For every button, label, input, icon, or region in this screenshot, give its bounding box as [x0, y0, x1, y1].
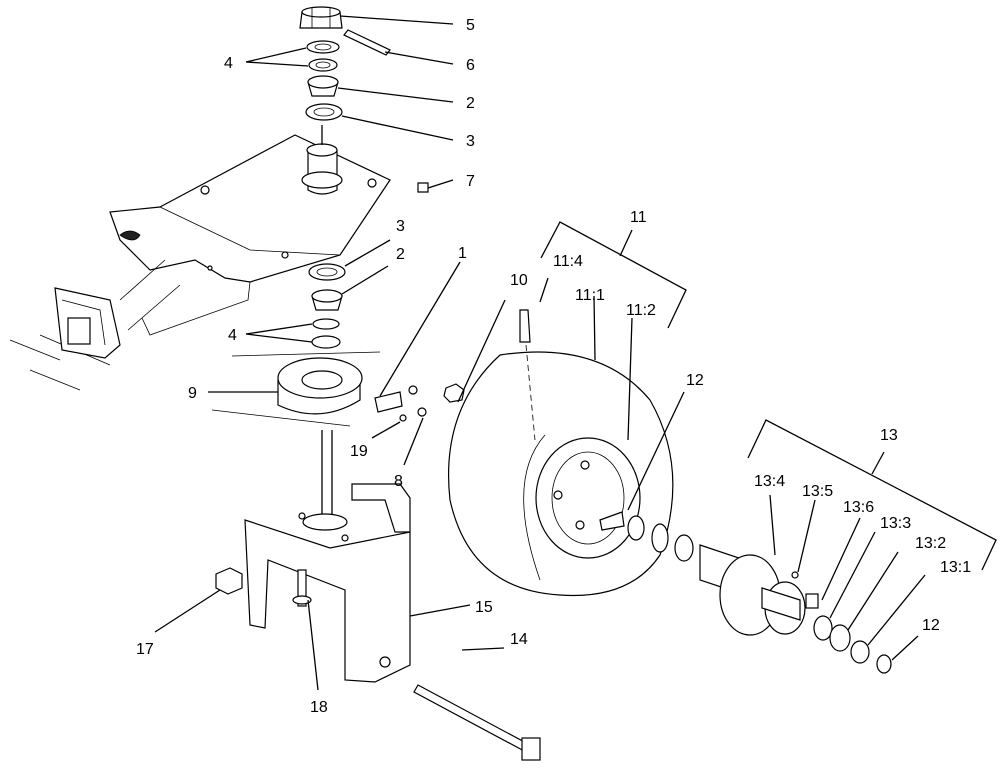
wheel-bolt — [599, 511, 625, 531]
label-19: 19 — [350, 443, 368, 460]
label-13-2: 13:2 — [915, 535, 946, 552]
bracket-13 — [747, 419, 997, 571]
label-2-top: 2 — [466, 95, 475, 112]
label-9: 9 — [188, 385, 197, 402]
lug-nut-10 — [443, 383, 465, 403]
label-5: 5 — [466, 17, 475, 34]
label-10: 10 — [510, 272, 528, 289]
label-14: 14 — [510, 631, 528, 648]
grease-fitting — [417, 182, 429, 193]
brake-plate — [211, 351, 427, 427]
bearing-cup-top — [305, 103, 343, 121]
label-8: 8 — [394, 473, 403, 490]
label-3-top: 3 — [466, 133, 475, 150]
label-7: 7 — [466, 173, 475, 190]
valve-stem — [519, 309, 536, 441]
bracket-11 — [540, 221, 687, 329]
hub-small-parts — [791, 571, 892, 674]
label-11-1: 11:1 — [575, 287, 605, 304]
washer-lower — [311, 318, 341, 349]
nut-17 — [215, 567, 243, 595]
caster-fork — [244, 430, 411, 683]
callout-labels: 5 6 4 2 3 7 3 2 1 4 9 19 8 10 11 11:4 11… — [136, 17, 971, 716]
label-1: 1 — [458, 245, 467, 262]
label-13-5: 13:5 — [802, 483, 833, 500]
label-13-6: 13:6 — [843, 499, 874, 516]
bolt-18 — [292, 569, 312, 607]
bearing-cone-lower — [311, 289, 343, 311]
label-13-4: 13:4 — [754, 473, 785, 490]
label-18: 18 — [310, 699, 328, 716]
label-12-top: 12 — [686, 372, 704, 389]
label-6: 6 — [466, 57, 475, 74]
bearing-cone-top — [307, 75, 339, 97]
castle-nut — [299, 6, 343, 29]
label-11: 11 — [630, 209, 647, 226]
label-17: 17 — [136, 641, 154, 658]
label-3-lower: 3 — [396, 218, 405, 235]
axle — [413, 684, 541, 761]
bearing-cup-lower — [308, 263, 346, 281]
hub-spindle — [699, 544, 806, 636]
leader-lines — [154, 15, 926, 691]
label-13: 13 — [880, 427, 898, 444]
label-15: 15 — [475, 599, 493, 616]
cotter-pin — [343, 29, 391, 56]
tire — [447, 351, 674, 597]
label-12-lower: 12 — [922, 617, 940, 634]
label-13-3: 13:3 — [880, 515, 911, 532]
label-4-lower: 4 — [228, 327, 237, 344]
wheel-bearings — [627, 515, 694, 562]
label-11-2: 11:2 — [626, 302, 656, 319]
label-4-top: 4 — [224, 55, 233, 72]
label-13-1: 13:1 — [940, 559, 971, 576]
steering-tube — [301, 125, 343, 195]
washer-top — [306, 40, 340, 72]
label-11-4: 11:4 — [553, 253, 583, 270]
label-2-lower: 2 — [396, 246, 405, 263]
